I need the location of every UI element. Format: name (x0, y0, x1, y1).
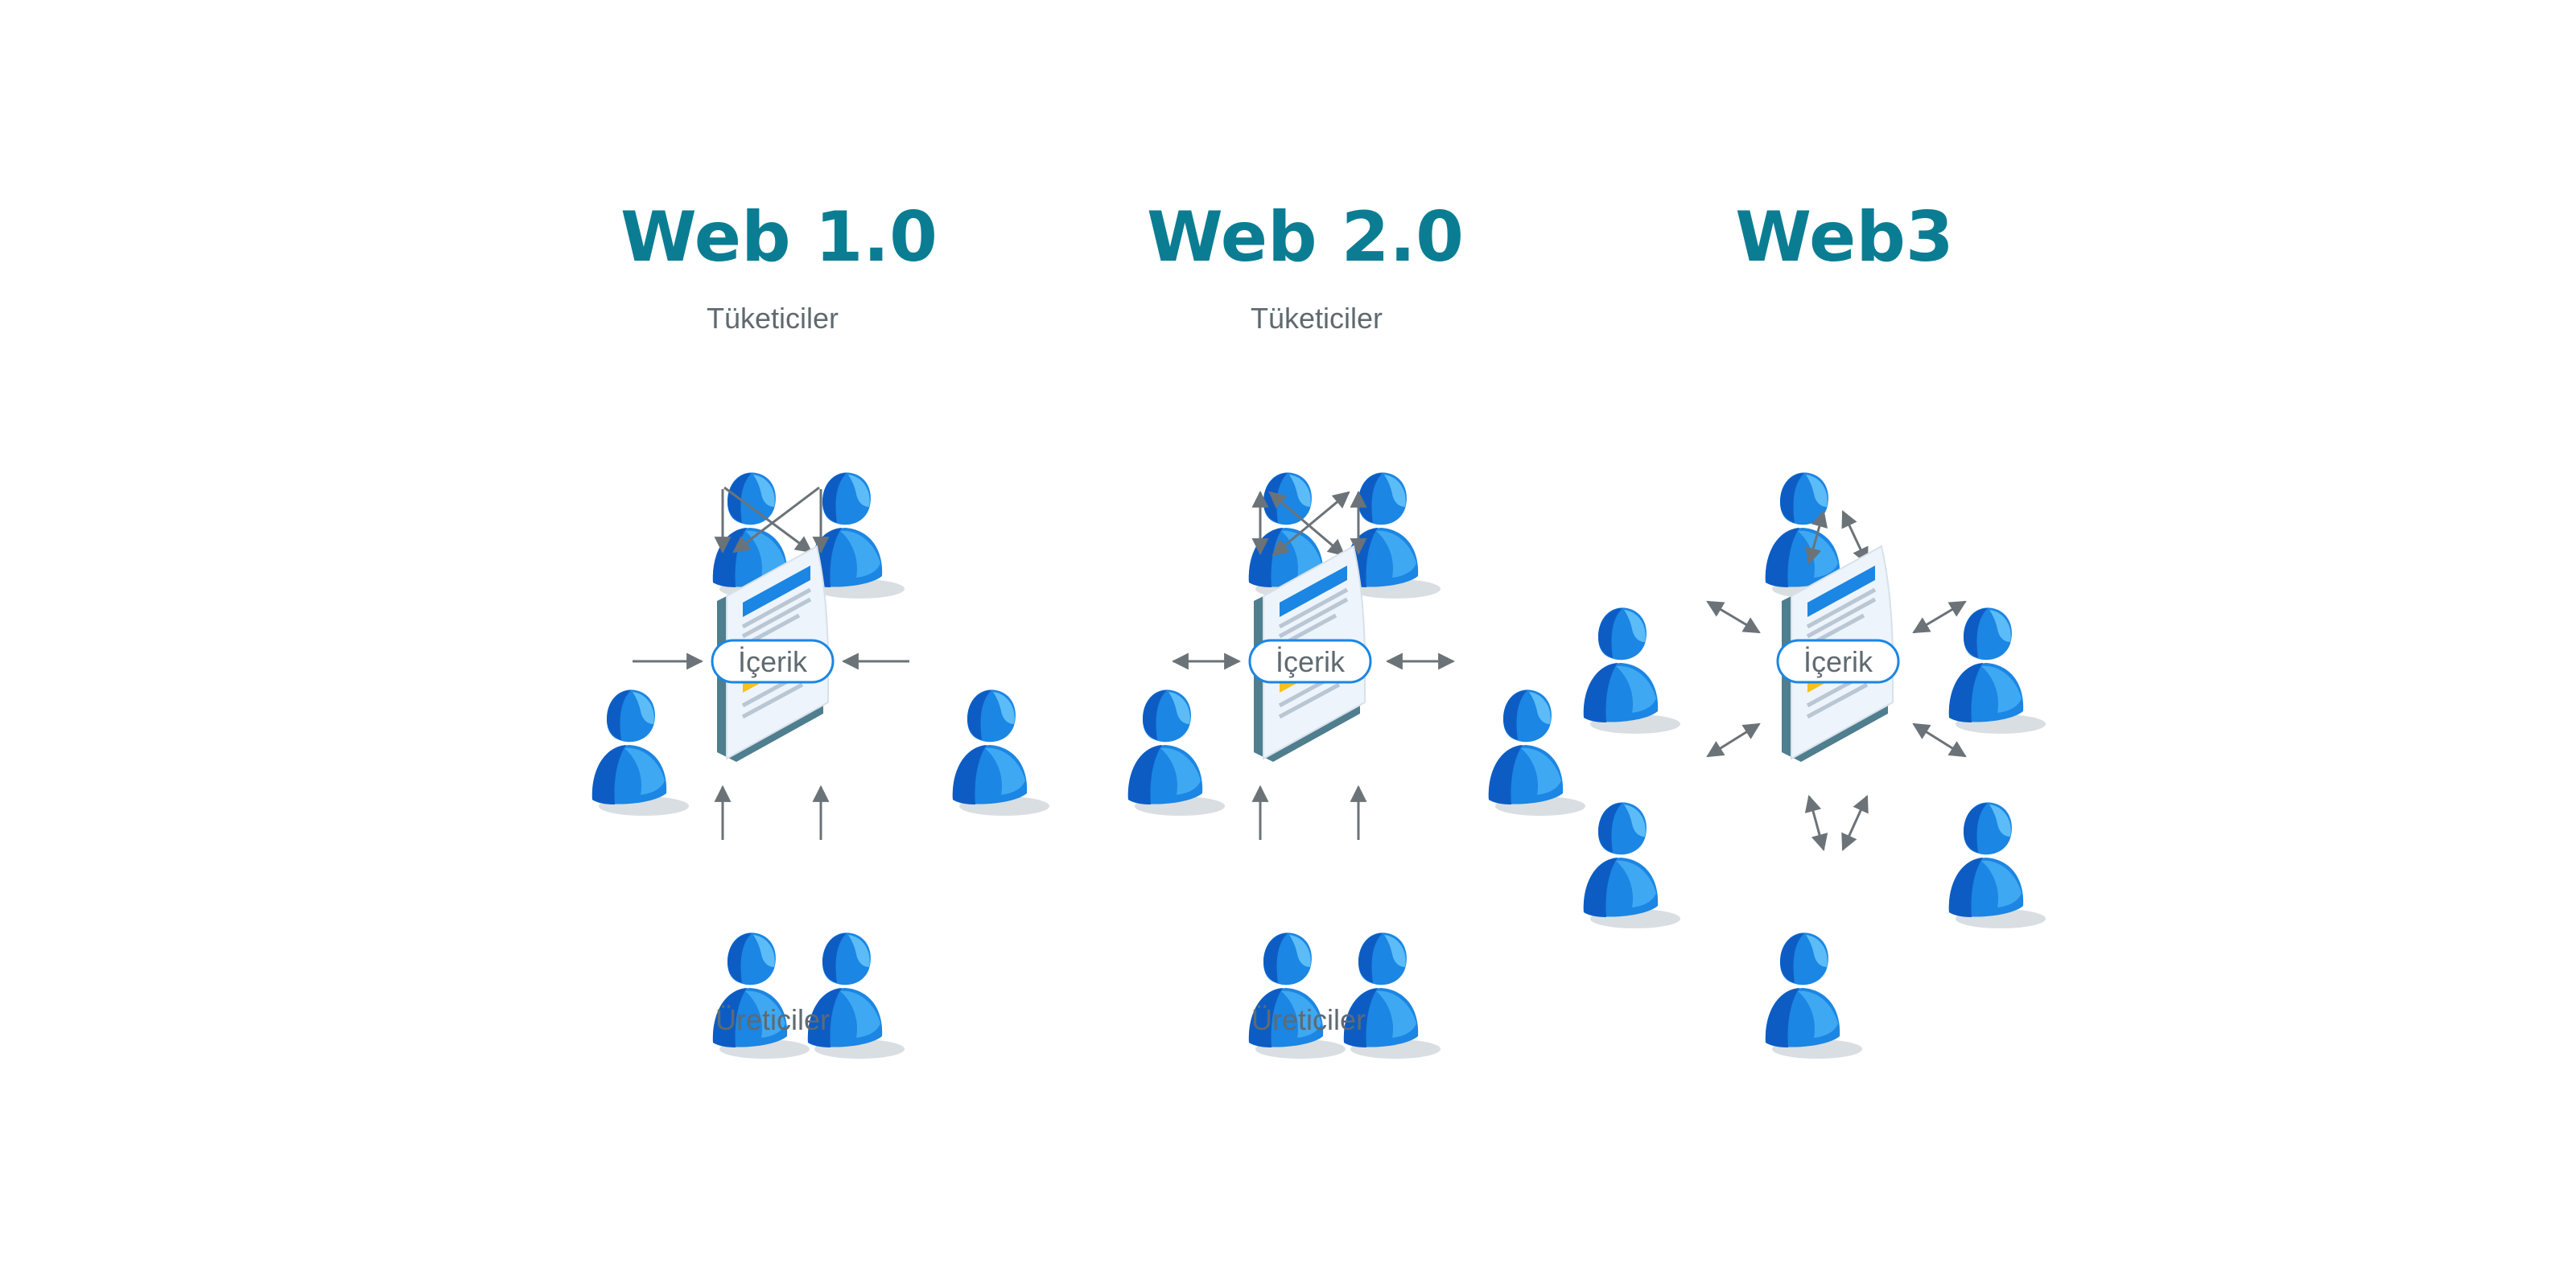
content-label: İçerik (1276, 645, 1346, 678)
producers-label: Üreticiler (1251, 1003, 1366, 1036)
panel-web-2: Web 2.0 Tüketiciler İçerik Üreticiler (1127, 197, 1585, 1059)
producer-person-icon (807, 932, 905, 1059)
content-label: İçerik (738, 645, 808, 678)
person-icon-left (591, 689, 689, 816)
consumers-label: Tüketiciler (707, 302, 839, 335)
person-icon-lower-left (1583, 802, 1680, 928)
person-icon-right (952, 689, 1049, 816)
content-arrows (1706, 509, 1967, 852)
person-icon-upper-right (1948, 607, 2046, 734)
panel-title: Web3 (1735, 197, 1954, 278)
panel-title: Web 2.0 (1147, 197, 1464, 278)
producer-person-icon (1248, 932, 1346, 1059)
person-icon-left (1127, 689, 1225, 816)
person-icon-lower-right (1948, 802, 2046, 928)
content-label: İçerik (1803, 645, 1873, 678)
content-chip: İçerik (1248, 639, 1372, 684)
content-chip: İçerik (1776, 639, 1900, 684)
producer-person-icon (712, 932, 810, 1059)
person-icon-upper-left (1583, 607, 1680, 734)
person-icon-bottom (1765, 932, 1862, 1059)
consumers-label: Tüketiciler (1251, 302, 1383, 335)
content-arrows (1171, 490, 1456, 840)
content-chip: İçerik (711, 639, 835, 684)
panel-web-3: Web3 İçerik (1583, 197, 2046, 1059)
panel-title: Web 1.0 (620, 197, 938, 278)
person-icon-right (1488, 689, 1585, 816)
content-arrows (633, 486, 909, 840)
producer-person-icon (1343, 932, 1440, 1059)
panel-web-1: Web 1.0 Tüketiciler İçerik Üreticiler (591, 197, 1049, 1059)
producers-label: Üreticiler (715, 1003, 830, 1036)
